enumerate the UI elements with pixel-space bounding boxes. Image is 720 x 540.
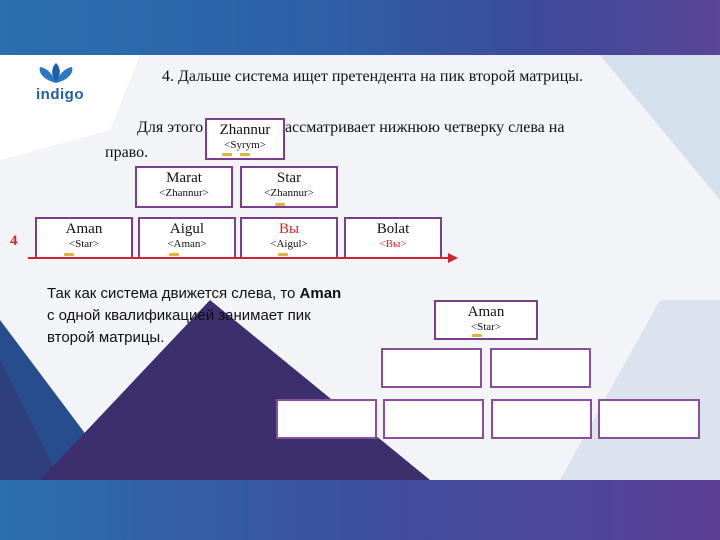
card-sponsor: <Star> <box>68 238 100 250</box>
card-name: Aman <box>467 304 505 320</box>
card-name: Aman <box>65 221 103 237</box>
qualification-mark <box>64 253 74 256</box>
card-sponsor: <Aman> <box>167 238 207 250</box>
step-text: 4. Дальше система ищет претендента на пи… <box>162 68 584 85</box>
card-name: Zhannur <box>219 122 271 138</box>
matrix2-card-middle-empty <box>381 348 482 388</box>
conclusion-text: Так как система движется слева, то Aman … <box>47 283 347 349</box>
conclusion-part2: с одной квалификацией занимает пик второ… <box>47 307 311 346</box>
matrix-card-bottom-you: Вы <Aigul> <box>240 217 338 259</box>
scan-direction-arrow-icon <box>28 253 458 263</box>
matrix2-card-middle-empty <box>490 348 591 388</box>
card-name: Aigul <box>169 221 205 237</box>
top-banner <box>0 0 720 55</box>
card-sponsor: <Star> <box>470 321 502 333</box>
explanation-line-continued: право. <box>105 144 149 161</box>
card-sponsor: <Вы> <box>379 238 407 250</box>
card-name: Вы <box>278 221 300 237</box>
qualification-mark <box>472 334 482 337</box>
qualification-mark <box>278 253 288 256</box>
qualification-mark <box>222 153 232 156</box>
logo-wordmark: indigo <box>36 86 84 103</box>
matrix-card-middle: Star <Zhannur> <box>240 166 338 208</box>
conclusion-part1: Так как система движется слева, то <box>47 285 300 302</box>
indigo-logo-icon <box>39 63 73 83</box>
qualification-mark <box>169 253 179 256</box>
matrix2-card-top: Aman <Star> <box>434 300 538 340</box>
card-sponsor: <Syrym> <box>224 139 266 151</box>
matrix2-card-bottom-empty <box>491 399 592 439</box>
card-sponsor: <Zhannur> <box>159 187 209 199</box>
explanation-line: Для этого она опять рассматривает нижнюю… <box>137 119 565 136</box>
row-number: 4 <box>10 233 18 249</box>
matrix2-card-bottom-empty <box>276 399 377 439</box>
conclusion-highlight-name: Aman <box>299 285 342 302</box>
matrix-card-bottom: Aigul <Aman> <box>138 217 236 259</box>
qualification-mark <box>240 153 250 156</box>
card-sponsor: <Aigul> <box>270 238 308 250</box>
qualification-mark <box>275 203 285 206</box>
matrix2-card-bottom-empty <box>598 399 700 439</box>
matrix-card-top: Zhannur <Syrym> <box>205 118 285 160</box>
card-name: Bolat <box>376 221 410 237</box>
matrix-card-bottom: Aman <Star> <box>35 217 133 259</box>
card-name: Star <box>276 170 302 186</box>
bottom-banner <box>0 480 720 540</box>
matrix-card-bottom: Bolat <Вы> <box>344 217 442 259</box>
matrix2-card-bottom-empty <box>383 399 484 439</box>
card-name: Marat <box>166 170 202 186</box>
card-sponsor: <Zhannur> <box>264 187 314 199</box>
matrix-card-middle: Marat <Zhannur> <box>135 166 233 208</box>
